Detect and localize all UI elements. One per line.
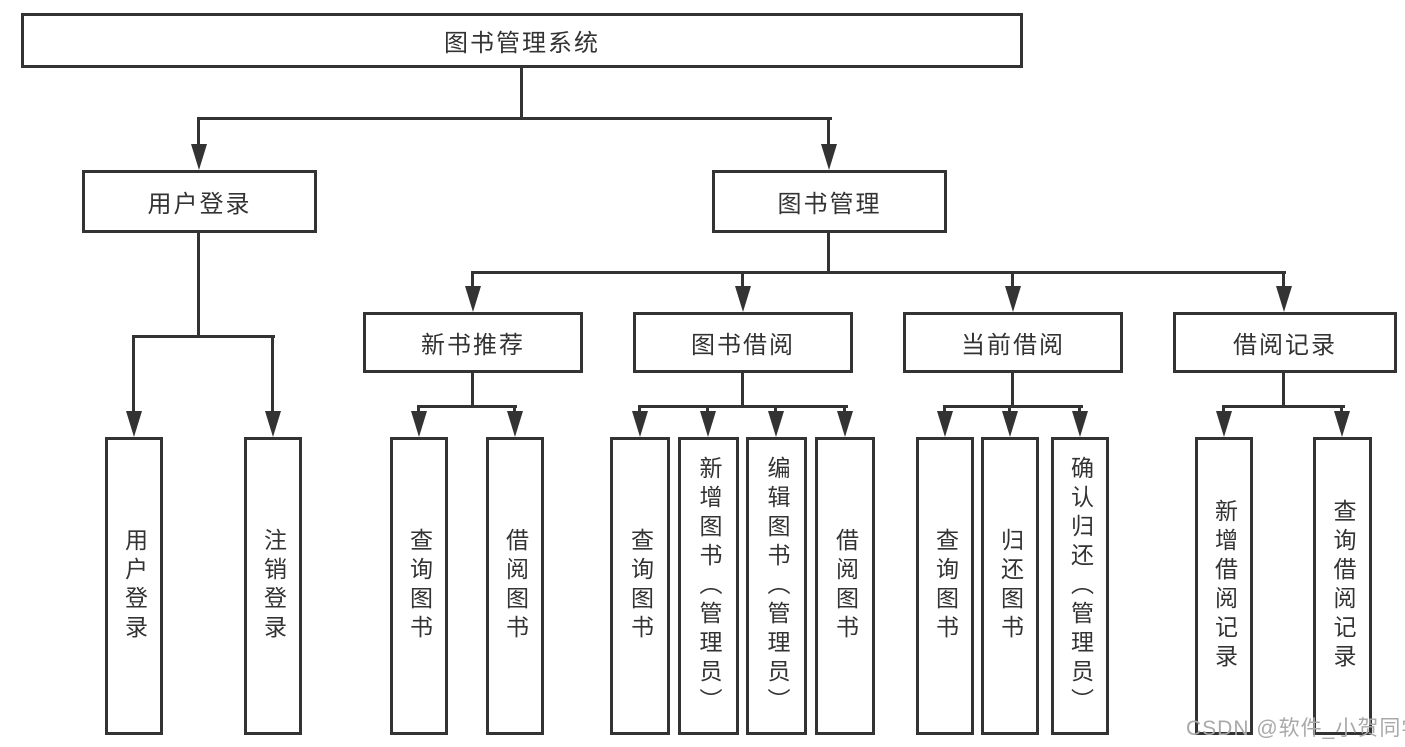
leaf-label: 查询借阅记录 bbox=[1330, 499, 1356, 673]
connector-line bbox=[471, 271, 474, 291]
csdn-watermark: CSDN @软件_小贺同学 bbox=[1186, 717, 1405, 740]
leaf-label: 确认归还（管理员） bbox=[1067, 455, 1094, 717]
leaf-user-login: 用户登录 bbox=[105, 437, 163, 735]
leaf-label: 注销登录 bbox=[260, 528, 287, 644]
node-borrowing-records: 借阅记录 bbox=[1173, 312, 1397, 373]
arrowhead-down-icon bbox=[700, 411, 716, 437]
leaf-label: 新增图书（管理员） bbox=[696, 455, 722, 717]
arrowhead-down-icon bbox=[126, 411, 142, 437]
arrowhead-down-icon bbox=[507, 411, 523, 437]
leaf-label: 借阅图书 bbox=[832, 528, 859, 644]
arrowhead-down-icon bbox=[1072, 411, 1088, 437]
arrowhead-down-icon bbox=[821, 144, 837, 170]
connector-line bbox=[132, 335, 275, 338]
leaf-borrow-books-recommend: 借阅图书 bbox=[486, 437, 544, 735]
arrowhead-down-icon bbox=[465, 286, 481, 312]
arrowhead-down-icon bbox=[837, 411, 853, 437]
connector-line bbox=[1222, 405, 1345, 408]
leaf-query-books-current: 查询图书 bbox=[916, 437, 974, 735]
connector-line bbox=[197, 117, 832, 120]
node-root-library-system: 图书管理系统 bbox=[21, 13, 1023, 68]
node-label: 用户登录 bbox=[147, 191, 252, 218]
node-label: 图书管理系统 bbox=[444, 30, 600, 57]
leaf-label: 查询图书 bbox=[932, 528, 959, 644]
connector-line bbox=[417, 405, 517, 408]
arrowhead-down-icon bbox=[1005, 286, 1021, 312]
connector-line bbox=[1282, 373, 1285, 408]
node-label: 图书管理 bbox=[777, 191, 882, 218]
connector-line bbox=[741, 373, 744, 408]
connector-line bbox=[1282, 271, 1285, 291]
node-current-borrowing: 当前借阅 bbox=[903, 312, 1123, 373]
arrowhead-down-icon bbox=[191, 144, 207, 170]
leaf-confirm-return-admin: 确认归还（管理员） bbox=[1051, 437, 1109, 735]
leaf-add-borrow-record: 新增借阅记录 bbox=[1195, 437, 1253, 735]
node-user-login: 用户登录 bbox=[82, 170, 317, 233]
node-book-borrowing: 图书借阅 bbox=[633, 312, 853, 373]
connector-line bbox=[741, 271, 744, 291]
leaf-query-borrow-record: 查询借阅记录 bbox=[1313, 437, 1372, 735]
leaf-query-books-borrowing: 查询图书 bbox=[610, 437, 670, 735]
connector-line bbox=[271, 335, 274, 415]
leaf-logout-login: 注销登录 bbox=[244, 437, 302, 735]
arrowhead-down-icon bbox=[1276, 286, 1292, 312]
node-label: 新书推荐 bbox=[421, 332, 525, 359]
leaf-label: 查询图书 bbox=[406, 528, 433, 644]
arrowhead-down-icon bbox=[411, 411, 427, 437]
arrowhead-down-icon bbox=[1216, 411, 1232, 437]
arrowhead-down-icon bbox=[1334, 411, 1350, 437]
leaf-label: 新增借阅记录 bbox=[1211, 499, 1238, 673]
leaf-label: 用户登录 bbox=[121, 528, 148, 644]
node-label: 当前借阅 bbox=[961, 332, 1065, 359]
arrowhead-down-icon bbox=[937, 411, 953, 437]
connector-line bbox=[827, 117, 830, 147]
arrowhead-down-icon bbox=[1002, 411, 1018, 437]
connector-line bbox=[1011, 373, 1014, 408]
leaf-return-books: 归还图书 bbox=[981, 437, 1039, 735]
leaf-edit-books-admin: 编辑图书（管理员） bbox=[746, 437, 807, 735]
leaf-label: 编辑图书（管理员） bbox=[764, 455, 790, 717]
connector-line bbox=[638, 405, 848, 408]
node-label: 借阅记录 bbox=[1233, 332, 1337, 359]
arrowhead-down-icon bbox=[632, 411, 648, 437]
connector-line bbox=[943, 405, 1083, 408]
arrowhead-down-icon bbox=[735, 286, 751, 312]
connector-line bbox=[827, 233, 830, 274]
arrowhead-down-icon bbox=[265, 411, 281, 437]
arrowhead-down-icon bbox=[768, 411, 784, 437]
leaf-label: 借阅图书 bbox=[502, 528, 529, 644]
node-label: 图书借阅 bbox=[691, 332, 795, 359]
connector-line bbox=[1011, 271, 1014, 291]
connector-line bbox=[132, 335, 135, 415]
node-book-management: 图书管理 bbox=[712, 170, 947, 233]
connector-line bbox=[197, 117, 200, 147]
connector-line bbox=[197, 233, 200, 338]
leaf-label: 查询图书 bbox=[627, 528, 654, 644]
leaf-borrow-books-borrowing: 借阅图书 bbox=[815, 437, 875, 735]
node-new-book-recommend: 新书推荐 bbox=[363, 312, 583, 373]
leaf-query-books-recommend: 查询图书 bbox=[390, 437, 448, 735]
leaf-add-books-admin: 新增图书（管理员） bbox=[678, 437, 739, 735]
leaf-label: 归还图书 bbox=[997, 528, 1024, 644]
connector-line bbox=[471, 271, 1286, 274]
connector-line bbox=[520, 68, 523, 118]
connector-line bbox=[471, 373, 474, 408]
